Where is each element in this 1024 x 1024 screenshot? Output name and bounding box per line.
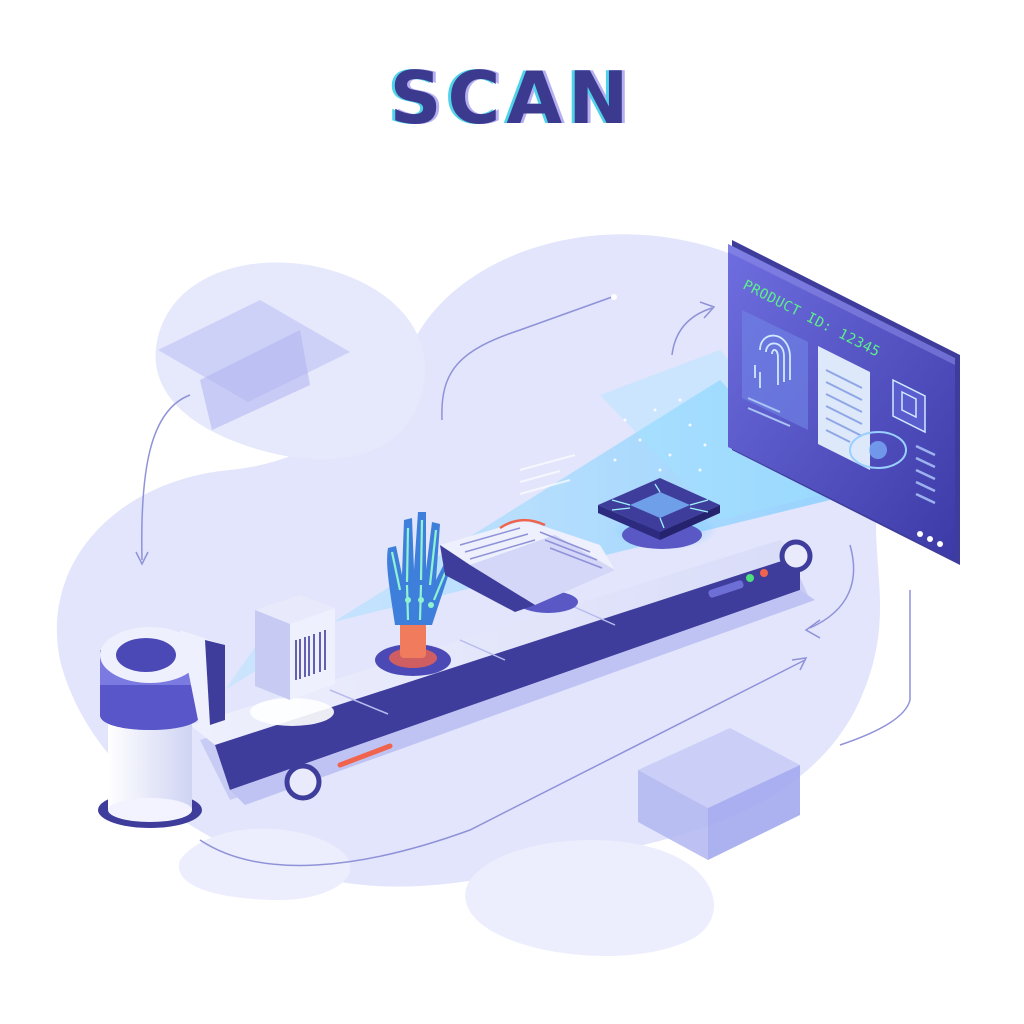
floating-card-top-left xyxy=(158,300,350,430)
chip-icon xyxy=(892,378,926,434)
barcode-box-icon xyxy=(250,595,335,726)
connector-line-return xyxy=(809,544,855,629)
belt-status-bar xyxy=(337,743,393,768)
eye-icon xyxy=(849,431,907,469)
floating-box-bottom-right xyxy=(638,728,800,860)
title-text: SCAN xyxy=(389,56,635,140)
screen-dots xyxy=(917,531,943,547)
belt-roller-left xyxy=(284,763,322,801)
xray-hand-icon xyxy=(375,512,452,676)
indicator-light-red xyxy=(760,569,768,577)
scanner-lens xyxy=(116,638,176,672)
fingerprint-icon xyxy=(742,310,808,430)
belt-side-panel xyxy=(215,555,800,790)
microchip-icon xyxy=(598,478,720,550)
arrow-right-icon xyxy=(699,301,716,319)
indicator-light-green xyxy=(746,574,754,582)
belt-roller-right xyxy=(779,539,813,573)
open-book-icon xyxy=(440,518,615,613)
page-title: SCAN xyxy=(0,62,1024,134)
connector-line-to-screen xyxy=(671,307,713,356)
screen-side-list xyxy=(915,444,936,505)
display-screen: PRODUCT ID: 12345 xyxy=(728,240,960,565)
arrow-left-icon xyxy=(804,619,821,639)
conveyor-belt xyxy=(190,539,815,805)
scanner-unit xyxy=(98,627,225,828)
connector-line-left xyxy=(141,394,191,561)
connector-lines xyxy=(135,294,911,867)
arrow-down-icon xyxy=(135,551,149,566)
